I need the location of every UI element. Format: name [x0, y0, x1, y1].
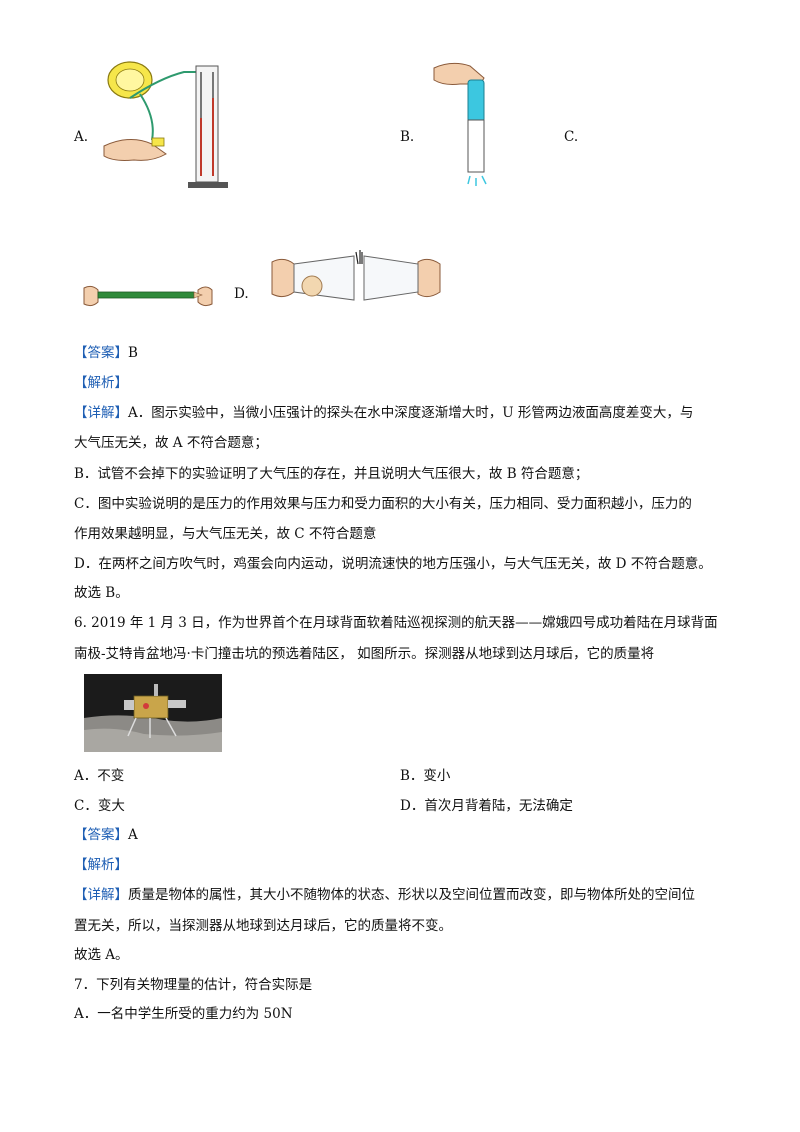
q6-detail-line-1: 【详解】质量是物体的属性，其大小不随物体的状态、形状以及空间位置而改变，即与物体…	[74, 887, 695, 903]
q5-option-b-label: B.	[400, 129, 415, 145]
q5-option-a-label: A.	[74, 129, 89, 145]
q5-conclusion: 故选 B。	[74, 585, 129, 601]
q5-detail-line-4: C．图中实验说明的是压力的作用效果与压力和受力面积的大小有关，压力相同、受力面积…	[74, 496, 692, 512]
q5-answer: 【答案】B	[74, 345, 138, 361]
q7-option-a: A．一名中学生所受的重力约为 50N	[74, 1006, 293, 1022]
q6-option-b: B．变小	[400, 768, 451, 784]
q6-analysis-heading: 【解析】	[74, 857, 128, 873]
q6-answer: 【答案】A	[74, 827, 138, 843]
lunar-lander-photo	[84, 674, 222, 752]
q5-detail-line-2: 大气压无关，故 A 不符合题意；	[74, 435, 268, 451]
q6-option-d: D．首次月背着陆，无法确定	[400, 798, 573, 814]
q6-option-c: C．变大	[74, 798, 125, 814]
q5-analysis-heading: 【解析】	[74, 375, 128, 391]
q6-option-a: A．不变	[74, 768, 125, 784]
q5-detail-line-1: 【详解】A．图示实验中，当微小压强计的探头在水中深度逐渐增大时，U 形管两边液面…	[74, 405, 694, 421]
test-tube-figure	[433, 62, 487, 186]
q6-stem-line-2: 南极-艾特肯盆地冯·卡门撞击坑的预选着陆区， 如图所示。探测器从地球到达月球后，…	[74, 646, 655, 662]
q6-conclusion: 故选 A。	[74, 947, 129, 963]
pressure-gauge-figure	[103, 61, 228, 188]
q6-detail-line-2: 置无关，所以，当探测器从地球到达月球后，它的质量将不变。	[74, 918, 452, 934]
q6-stem-line-1: 6. 2019 年 1 月 3 日，作为世界首个在月球背面软着陆巡视探测的航天器…	[74, 615, 718, 631]
q5-detail-line-5: 作用效果越明显，与大气压无关，故 C 不符合题意	[74, 526, 377, 542]
q5-detail-line-6: D．在两杯之间方吹气时，鸡蛋会向内运动，说明流速快的地方压强小，与大气压无关，故…	[74, 556, 712, 572]
q5-detail-line-3: B．试管不会掉下的实验证明了大气压的存在，并且说明大气压很大，故 B 符合题意；	[74, 466, 589, 482]
q5-option-c-label: C.	[564, 129, 579, 145]
pencil-figure	[83, 285, 213, 307]
q7-stem: 7．下列有关物理量的估计，符合实际是	[74, 977, 313, 993]
cups-blowing-figure	[271, 250, 441, 301]
q5-option-d-label: D.	[234, 286, 249, 302]
